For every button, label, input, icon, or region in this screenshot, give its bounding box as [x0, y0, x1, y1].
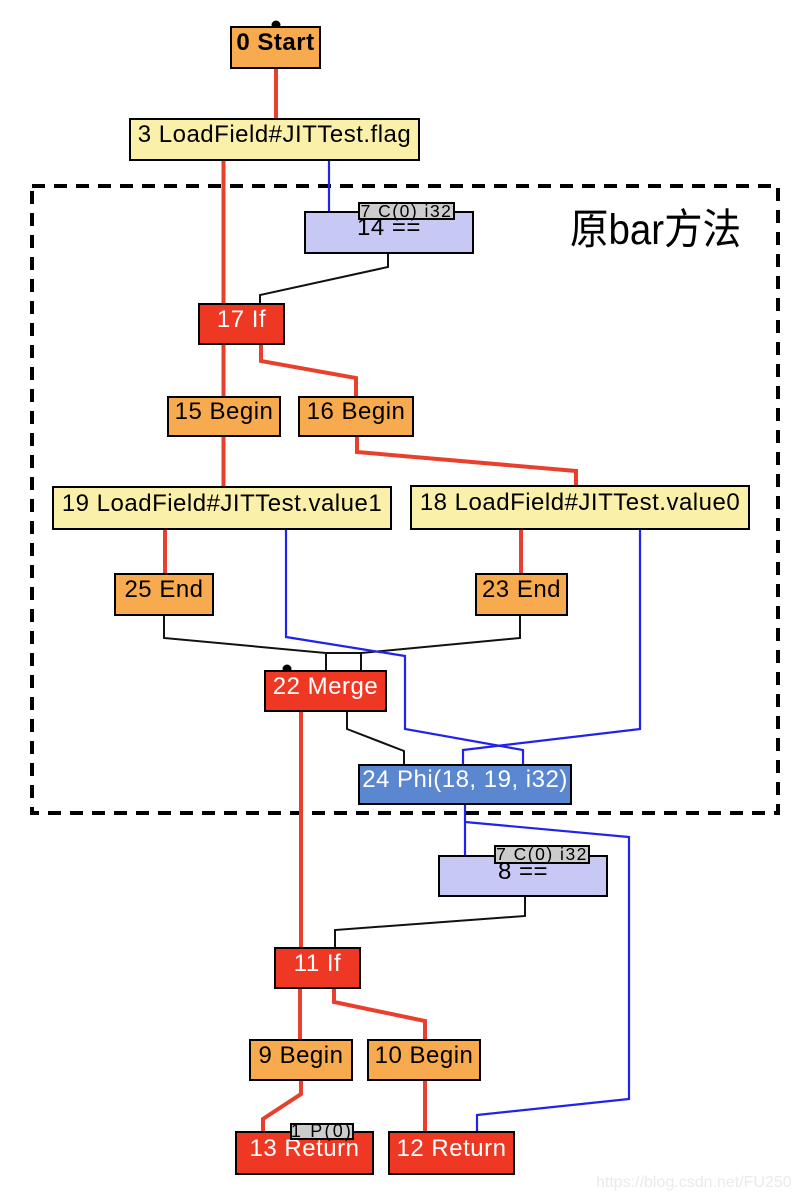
- svg-text:bar: bar: [608, 205, 664, 253]
